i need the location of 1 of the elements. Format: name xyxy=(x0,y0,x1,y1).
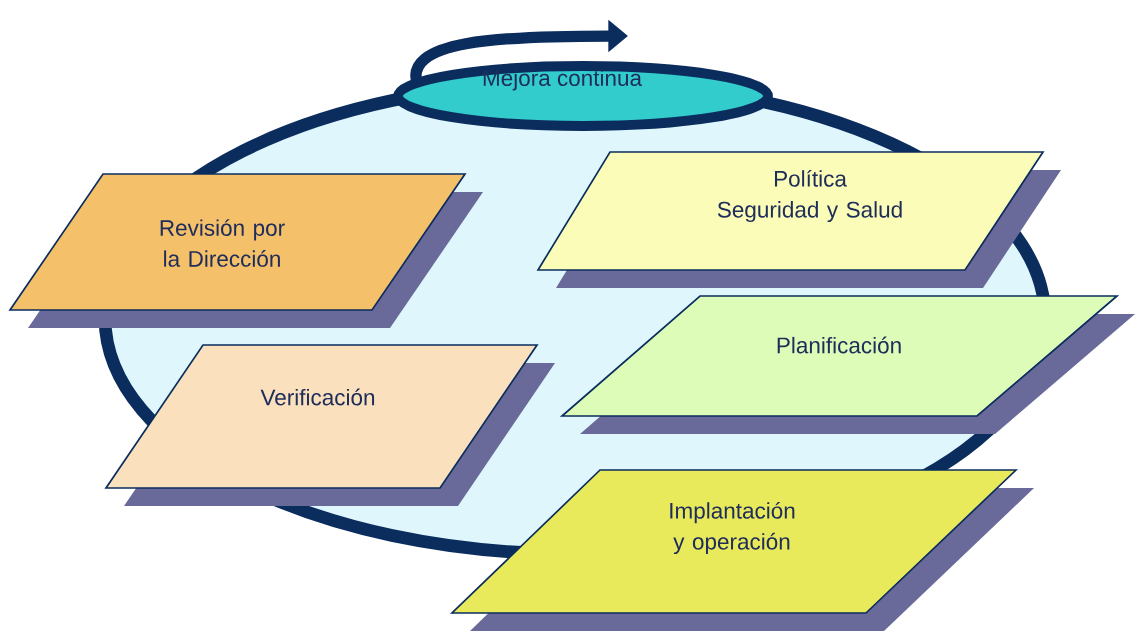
ellipse-box: Mejora continua xyxy=(393,61,773,131)
